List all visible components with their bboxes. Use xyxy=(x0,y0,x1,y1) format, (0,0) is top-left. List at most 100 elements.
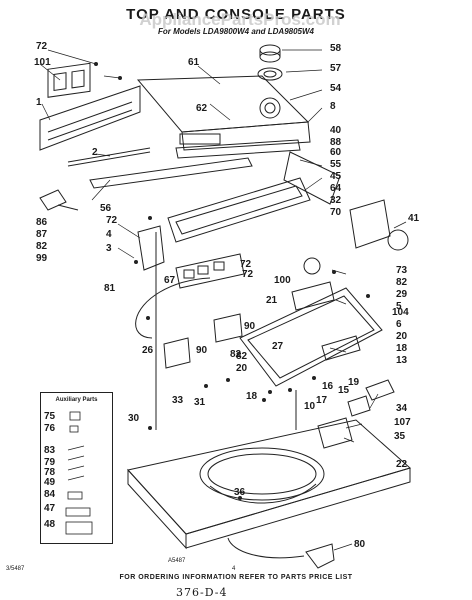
part-callout: 34 xyxy=(396,403,408,414)
part-callout: 54 xyxy=(330,83,342,94)
part-callout: 8 xyxy=(330,101,336,112)
page-number: 4 xyxy=(232,566,236,572)
part-callout: 3 xyxy=(106,243,112,254)
hinge-drawing xyxy=(321,335,361,361)
part-callout: 35 xyxy=(394,431,406,442)
part-callout: 73 xyxy=(396,265,408,276)
page-subtitle: For Models LDA9800W4 and LDA9805W4 xyxy=(157,27,315,36)
figure-tag: A5487 xyxy=(168,558,186,564)
ordering-instruction: FOR ORDERING INFORMATION REFER TO PARTS … xyxy=(119,574,353,581)
console-rear-panel-drawing xyxy=(39,85,141,151)
mounting-bracket-drawing xyxy=(163,313,243,369)
auxiliary-parts-title: Auxiliary Parts xyxy=(55,397,98,403)
part-callout: 16 xyxy=(322,381,334,392)
part-callout: 33 xyxy=(172,395,184,406)
part-callout: 4 xyxy=(106,229,112,240)
part-callout: 60 xyxy=(330,147,342,158)
part-callout: 100 xyxy=(274,275,291,286)
aux-callout: 75 xyxy=(44,411,56,422)
wire-harness-drawing xyxy=(135,277,211,339)
part-callout: 32 xyxy=(330,195,342,206)
end-bracket-drawing xyxy=(137,225,165,271)
latch-drawing xyxy=(305,543,335,569)
part-callout: 30 xyxy=(128,413,140,424)
aux-callout: 84 xyxy=(44,489,56,500)
part-callout: 22 xyxy=(396,459,408,470)
console-housing-drawing xyxy=(136,75,311,159)
part-callout: 61 xyxy=(188,57,200,68)
console-frame-drawing xyxy=(167,151,341,243)
part-callout: 20 xyxy=(236,363,248,374)
part-callout: 26 xyxy=(142,345,154,356)
part-callout: 72 xyxy=(36,41,48,52)
control-knob-drawing xyxy=(257,44,283,81)
lid-switch-drawing xyxy=(291,257,335,311)
part-callout: 80 xyxy=(354,539,366,550)
document-code: 3/5487 xyxy=(6,566,25,572)
part-callout: 90 xyxy=(244,321,256,332)
auxiliary-parts-box: Auxiliary Parts xyxy=(40,392,113,544)
page-title: TOP AND CONSOLE PARTS xyxy=(126,6,346,23)
part-callout: 6 xyxy=(396,319,402,330)
part-callout: 57 xyxy=(330,63,342,74)
aux-callout: 47 xyxy=(44,503,56,514)
part-callout: 82 xyxy=(230,349,242,360)
aux-callout: 78 xyxy=(44,467,56,478)
part-callout: 72 xyxy=(106,215,118,226)
part-callout: 2 xyxy=(92,147,98,158)
endcap-clip-drawing xyxy=(39,189,79,211)
part-callout: 82 xyxy=(36,241,48,252)
handwritten-code: 376-D-4 xyxy=(176,586,228,599)
part-callout: 56 xyxy=(100,203,112,214)
part-callout: 19 xyxy=(348,377,360,388)
aux-callout: 76 xyxy=(44,423,56,434)
part-callout: 82 xyxy=(236,351,248,362)
part-callout: 17 xyxy=(316,395,328,406)
part-callout: 101 xyxy=(34,57,51,68)
part-callout: 45 xyxy=(330,171,342,182)
aux-callout: 49 xyxy=(44,477,56,488)
part-callout: 81 xyxy=(104,283,116,294)
part-callout: 18 xyxy=(396,343,408,354)
backguard-strip-drawing xyxy=(89,157,253,189)
part-callout: 36 xyxy=(234,487,246,498)
part-callout: 88 xyxy=(330,137,342,148)
part-callout: 31 xyxy=(194,397,206,408)
part-callout: 64 xyxy=(330,183,342,194)
switch-and-mount-drawing xyxy=(317,379,395,449)
watermark: AppliancePartsPros.com xyxy=(139,10,341,29)
part-callout: 70 xyxy=(330,207,342,218)
part-callout: 104 xyxy=(392,307,409,318)
control-board-drawing xyxy=(175,253,245,289)
part-callout: 27 xyxy=(272,341,284,352)
rear-panel-window-drawing xyxy=(47,62,91,98)
part-callout: 58 xyxy=(330,43,342,54)
timer-motor-drawing xyxy=(349,199,409,251)
part-callout: 20 xyxy=(396,331,408,342)
part-callout: 5 xyxy=(396,301,402,312)
part-callout: 10 xyxy=(304,401,316,412)
part-callout: 86 xyxy=(36,217,48,228)
part-callout: 55 xyxy=(330,159,342,170)
part-callout: 40 xyxy=(330,125,342,136)
part-callout: 67 xyxy=(164,275,176,286)
part-callout: 90 xyxy=(196,345,208,356)
lid-drawing xyxy=(239,287,383,387)
part-callout: 87 xyxy=(36,229,48,240)
aux-callout: 48 xyxy=(44,519,56,530)
part-callout: 107 xyxy=(394,417,411,428)
part-callout: 15 xyxy=(338,385,350,396)
part-callout: 62 xyxy=(196,103,208,114)
aux-callout: 79 xyxy=(44,457,56,468)
part-callout: 13 xyxy=(396,355,408,366)
part-callout: 72 xyxy=(240,259,252,270)
part-callout: 99 xyxy=(36,253,48,264)
part-callout: 41 xyxy=(408,213,420,224)
part-callout: 82 xyxy=(396,277,408,288)
part-callout: 21 xyxy=(266,295,278,306)
part-callout: 18 xyxy=(246,391,258,402)
part-callout: 72 xyxy=(242,269,254,280)
part-callout: 1 xyxy=(36,97,42,108)
washer-top-drawing xyxy=(127,419,412,550)
